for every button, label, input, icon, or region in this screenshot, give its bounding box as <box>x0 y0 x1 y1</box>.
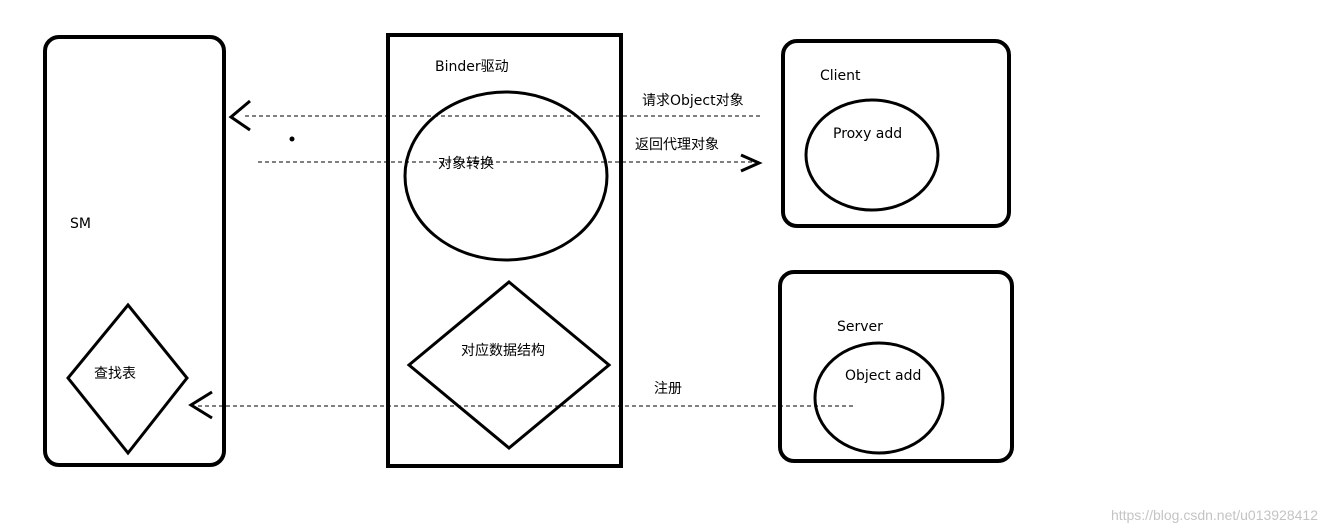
request-object-label: 请求Object对象 <box>642 93 744 109</box>
stray-dot <box>289 136 295 142</box>
client-box <box>781 39 1011 228</box>
lookup-table-diamond <box>66 302 189 456</box>
data-structure-label: 对应数据结构 <box>461 342 545 359</box>
lookup-table-label: 查找表 <box>94 366 136 382</box>
data-structure-diamond <box>406 280 612 450</box>
register-label: 注册 <box>654 381 682 397</box>
sm-box <box>43 35 226 467</box>
server-label: Server <box>837 319 883 335</box>
object-conversion-label: 对象转换 <box>438 155 494 172</box>
client-node: Client Proxy add <box>781 39 1011 228</box>
client-label: Client <box>820 68 861 84</box>
proxy-ellipse <box>804 98 940 212</box>
object-label: Object add <box>845 368 921 384</box>
request-object-arrow: 请求Object对象 <box>228 93 760 132</box>
binder-box <box>386 33 623 468</box>
return-proxy-label: 返回代理对象 <box>635 137 719 153</box>
sm-node: SM 查找表 <box>43 35 226 467</box>
watermark: https://blog.csdn.net/u013928412 <box>1111 507 1318 523</box>
binder-label: Binder驱动 <box>435 59 509 75</box>
register-arrow: 注册 <box>188 381 856 420</box>
object-conversion-ellipse <box>403 90 609 262</box>
server-box <box>778 270 1014 463</box>
return-proxy-arrow: 返回代理对象 <box>258 137 763 173</box>
return-proxy-arrowhead <box>740 153 763 173</box>
request-object-arrowhead <box>228 99 251 132</box>
binder-node: Binder驱动 对象转换 对应数据结构 <box>386 33 623 468</box>
proxy-label: Proxy add <box>833 126 902 142</box>
server-node: Server Object add <box>778 270 1014 463</box>
register-arrowhead <box>188 390 213 420</box>
object-ellipse <box>813 341 945 455</box>
sm-label: SM <box>70 216 91 232</box>
